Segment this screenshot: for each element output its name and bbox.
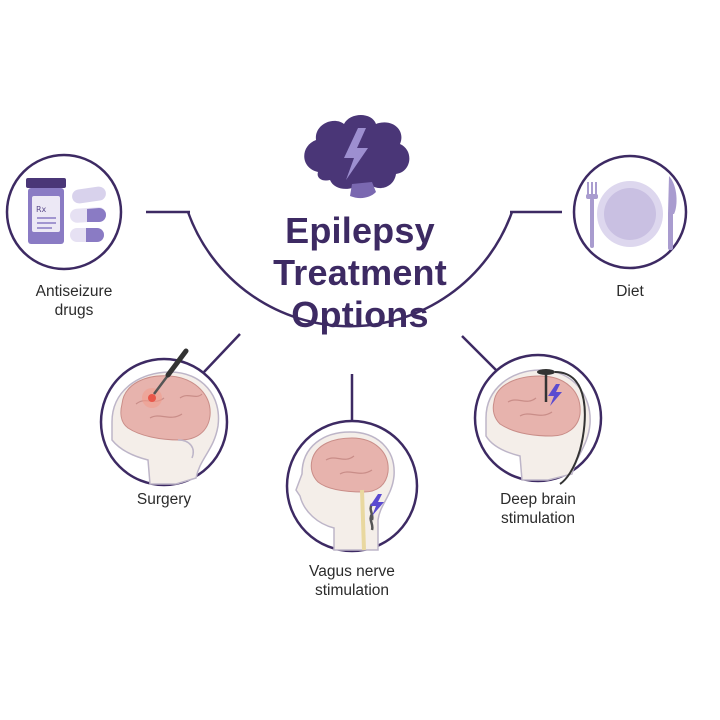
fork-icon	[586, 182, 598, 248]
label-antiseizure-line1: Antiseizure	[35, 283, 113, 300]
option-antiseizure-circle: Rx	[5, 153, 123, 271]
label-diet-line1: Diet	[616, 283, 644, 300]
label-vagus-line2: stimulation	[314, 582, 390, 599]
knife-icon	[668, 176, 677, 250]
electric-bolt-icon	[548, 384, 562, 406]
pill-bottle-icon: Rx	[26, 178, 66, 244]
electric-bolt-icon	[370, 494, 384, 516]
label-vagus: Vagus nerve stimulation	[282, 562, 422, 600]
label-surgery: Surgery	[104, 490, 224, 509]
option-vagus-circle	[285, 419, 419, 553]
label-vagus-line1: Vagus nerve	[309, 563, 395, 580]
option-diet-circle	[572, 154, 688, 270]
connector-deep-brain	[461, 335, 497, 371]
label-deep-brain: Deep brain stimulation	[468, 490, 608, 528]
label-diet: Diet	[580, 282, 680, 301]
option-deep-brain-circle	[473, 353, 603, 485]
title-line-2: Treatment	[273, 252, 447, 293]
plate-icon	[597, 181, 663, 247]
label-deep-brain-line2: stimulation	[500, 510, 576, 527]
brain-lightning-icon	[304, 115, 410, 199]
label-surgery-line1: Surgery	[136, 491, 192, 508]
label-antiseizure-line2: drugs	[54, 302, 94, 319]
capsules-icon	[70, 186, 106, 242]
connector-surgery	[203, 333, 241, 373]
electrode-icon	[537, 369, 586, 485]
option-surgery-circle	[99, 348, 229, 487]
scalpel-icon	[153, 348, 189, 395]
title-line-1: Epilepsy	[285, 210, 435, 251]
connector-lines	[146, 210, 562, 420]
label-deep-brain-line1: Deep brain	[500, 491, 576, 508]
center-arc	[186, 211, 514, 328]
title-line-3: Options	[291, 294, 429, 335]
label-antiseizure: Antiseizure drugs	[4, 282, 144, 320]
rx-label: Rx	[36, 205, 47, 214]
